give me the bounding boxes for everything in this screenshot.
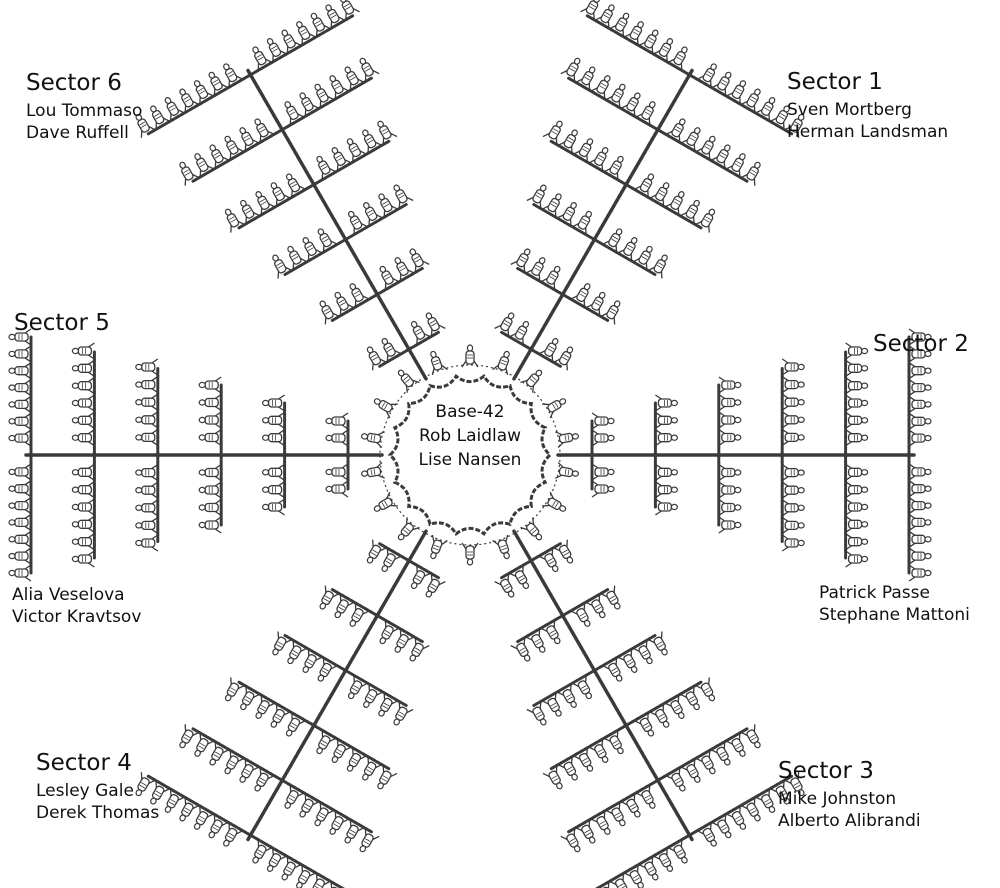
- central-ring: [361, 344, 579, 566]
- sector-5-title: Sector 5: [14, 310, 110, 336]
- sector-3-name-1: Mike Johnston: [778, 788, 897, 809]
- sector-5-name-2: Victor Kravtsov: [12, 607, 142, 628]
- sector-4-title: Sector 4: [36, 750, 132, 776]
- sector-1-name-1: Sven Mortberg: [787, 99, 912, 120]
- sector-6-branch: [135, 0, 446, 381]
- base-name: Base-42: [435, 402, 505, 422]
- base-label: Base-42 Rob Laidlaw Lise Nansen: [408, 400, 532, 472]
- sector-2-name-1: Patrick Passe: [819, 583, 930, 603]
- sector-3-name-2: Alberto Alibrandi: [778, 810, 921, 831]
- sector-branches: [8, 0, 932, 888]
- sector-3-label: Sector 3 Mike Johnston Alberto Alibrandi: [778, 757, 921, 832]
- sector-2-title: Sector 2: [873, 331, 969, 357]
- sector-1-name-2: Herman Landsman: [787, 121, 949, 142]
- sector-2-names: Patrick Passe Stephane Mattoni: [819, 582, 970, 626]
- sector-4-label: Sector 4 Lesley Gale Derek Thomas: [36, 749, 159, 824]
- sector-4-branch: [135, 529, 446, 888]
- sector-1-label: Sector 1 Sven Mortberg Herman Landsman: [787, 68, 948, 143]
- sector-4-name-1: Lesley Gale: [36, 780, 134, 801]
- sector-2-branch: [556, 328, 932, 582]
- sector-5-names: Alia Veselova Victor Kravtsov: [12, 584, 141, 628]
- base-lead-2: Lise Nansen: [418, 450, 522, 471]
- sector-3-branch: [494, 529, 805, 888]
- sector-6-title: Sector 6: [26, 70, 122, 96]
- sector-1-branch: [494, 0, 805, 381]
- base-lead-1: Rob Laidlaw: [418, 426, 522, 447]
- sector-6-name-2: Dave Ruffell: [26, 122, 129, 143]
- sector-5-name-1: Alia Veselova: [12, 585, 125, 605]
- sector-2-label: Sector 2: [873, 330, 969, 361]
- sector-5-label: Sector 5: [14, 309, 110, 340]
- sector-6-name-1: Lou Tommaso: [26, 100, 143, 121]
- sector-5-branch: [8, 328, 384, 582]
- sector-3-title: Sector 3: [778, 758, 874, 784]
- sector-6-label: Sector 6 Lou Tommaso Dave Ruffell: [26, 69, 142, 144]
- sector-1-title: Sector 1: [787, 69, 883, 95]
- sector-2-name-2: Stephane Mattoni: [819, 605, 970, 626]
- sector-4-name-2: Derek Thomas: [36, 802, 160, 823]
